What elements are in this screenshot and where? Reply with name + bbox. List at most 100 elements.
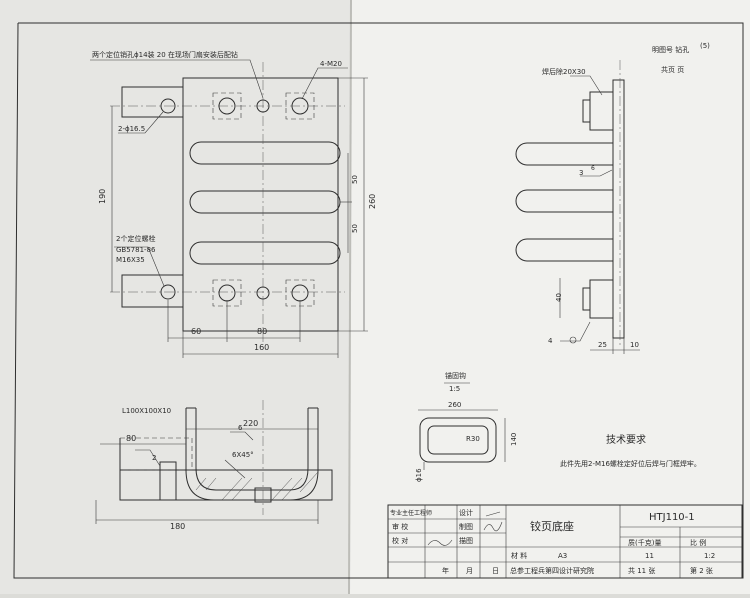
signature-checker (427, 539, 453, 546)
anchor-slot-1 (189, 141, 341, 165)
side-anchor-3 (515, 238, 613, 262)
section-radius: R30 (466, 435, 480, 443)
side-plate (612, 79, 625, 339)
tb-role-3: 校 对 (392, 536, 408, 545)
tb-material-label: 材 料 (511, 551, 527, 560)
tech-text: 此件先用2-M16螺栓定好位后焊与门框焊牢。 (560, 459, 701, 468)
front-hook-outer (289, 408, 319, 501)
top-right-mark: (5) (700, 42, 710, 50)
tech-title: 技术要求 (606, 433, 646, 446)
tb-weight-header: 质(千克)量 (628, 538, 661, 547)
weld-note: 焊后除20X30 (542, 67, 586, 76)
leader-weld-2 (135, 449, 161, 467)
paper-left (0, 0, 352, 594)
top-right-note-2: 共页 页 (661, 65, 684, 74)
section-dim-260: 260 (448, 401, 461, 409)
dim-260: 260 (368, 194, 377, 209)
section-title: 锚固钩 (445, 371, 466, 380)
base-plate (182, 77, 339, 332)
dim-50-upper: 50 (351, 175, 359, 184)
angle-leg-bottom (121, 274, 184, 308)
dim-50-lower: 50 (351, 224, 359, 233)
pin-note-line1: 2个定位螺栓 (116, 234, 155, 243)
tb-institute: 总参工程兵第四设计研究院 (510, 566, 594, 575)
tb-role-5: 制图 (459, 522, 473, 531)
front-view: L100X100X10 220 80 180 2 6 6X45° (95, 400, 333, 531)
angle-leg-top (121, 86, 184, 118)
tb-total-pages: 共 11 张 (628, 566, 655, 575)
tb-role-6: 描图 (459, 536, 473, 545)
dim-25: 25 (598, 341, 607, 349)
tb-scale-value: 1:2 (704, 552, 715, 560)
dim-220: 220 (243, 419, 258, 428)
dim-180: 180 (170, 522, 185, 531)
dim-60: 60 (191, 327, 201, 336)
pin-note-line3: M16X35 (116, 256, 145, 264)
drawing-no: HTJ110-1 (649, 512, 695, 523)
paper-fold (348, 0, 352, 595)
dim-10: 10 (630, 341, 639, 349)
leader-weld-top (570, 75, 603, 96)
weld-3: 3 (579, 169, 583, 177)
tb-material-value: A3 (558, 552, 567, 560)
hole-label: 2-ϕ16.5 (118, 125, 145, 133)
leader-hole-label (118, 111, 164, 134)
tb-page-no: 第 2 张 (690, 566, 713, 575)
front-hook-inner (185, 408, 215, 501)
hook-outer (419, 417, 497, 463)
side-anchor-1 (515, 142, 613, 166)
pin-note-line2: GB5781-86 (116, 246, 156, 254)
side-bolt-head-bottom (582, 287, 591, 311)
section-dim-140: 140 (510, 433, 518, 446)
section-scale: 1:5 (449, 385, 460, 393)
tb-weight-value: 11 (645, 552, 654, 560)
title-block-frame (387, 504, 743, 579)
dim-160: 160 (254, 343, 269, 352)
front-hook-bar (195, 408, 309, 491)
plan-view: 两个定位销孔ϕ14装 20 在现场门扇安装后配钻 4-M20 2-ϕ16.5 2… (90, 50, 377, 358)
top-right-note-1: 明图号 钻孔 (652, 45, 689, 54)
side-bolt-head-top (582, 99, 591, 123)
tb-role-4: 设计 (459, 508, 473, 517)
front-bolt-2 (254, 487, 272, 503)
tb-date-year: 年 (442, 566, 449, 575)
angle-label: L100X100X10 (122, 407, 171, 415)
dim-190: 190 (98, 189, 107, 204)
weld-front-6: 6 (238, 424, 243, 432)
leader-holes (90, 59, 264, 99)
tb-role-1: 专业主任工程师 (390, 509, 432, 517)
drawing-border (13, 22, 744, 579)
dim-40: 40 (555, 293, 563, 302)
weld-6: 6 (591, 165, 595, 172)
hook-inner (427, 425, 489, 455)
tb-role-2: 审 校 (392, 522, 408, 531)
tb-date-day: 日 (492, 567, 499, 575)
leader-weld-4 (560, 321, 591, 342)
weld-4: 4 (548, 337, 553, 345)
tb-scale-header: 比 例 (690, 538, 706, 547)
leader-bolt (301, 67, 348, 100)
side-view: 焊后除20X30 3 6 4 40 25 10 (515, 60, 640, 354)
leader-weld-front-6 (230, 431, 254, 441)
tb-date-month: 月 (466, 567, 473, 575)
signature-designer (483, 511, 503, 532)
leader-pin-note (114, 246, 165, 287)
dim-front-80: 80 (126, 434, 136, 443)
paper-right (350, 0, 750, 594)
rebar-label: ϕ16 (415, 468, 423, 482)
title-block: 专业主任工程师 审 校 校 对 设计 制图 描图 铰页底座 HTJ110-1 质… (387, 504, 743, 579)
front-bolt (159, 461, 177, 501)
weld-front-2: 2 (152, 454, 156, 462)
side-anchor-2 (515, 189, 613, 213)
chamfer-label: 6X45° (232, 451, 254, 459)
leader-weld-3 (580, 169, 613, 177)
drawing-name: 铰页底座 (530, 519, 574, 533)
dim-80: 80 (257, 327, 267, 336)
leader-chamfer (224, 459, 246, 479)
front-hatch (195, 471, 319, 501)
weld-symbol-circle (569, 336, 577, 344)
callout-pin-holes: 两个定位销孔ϕ14装 20 在现场门扇安装后配钻 (92, 50, 238, 59)
anchor-slot-3 (189, 241, 341, 265)
